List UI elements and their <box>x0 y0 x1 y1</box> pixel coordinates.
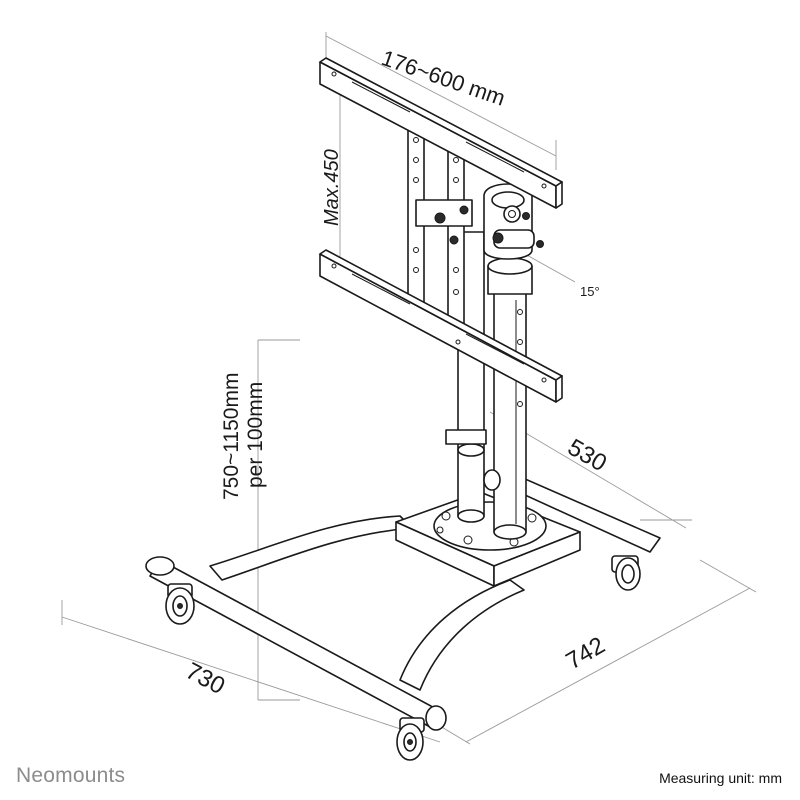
caster-back-right <box>611 555 641 591</box>
brand-logo-text: Neomounts <box>16 764 126 787</box>
base-depth-label: 530 <box>563 434 611 477</box>
vesa-height-label: Max.450 <box>321 149 343 226</box>
vesa-rail-top <box>319 57 563 209</box>
dimension-lines <box>61 32 757 745</box>
base-length-label: 742 <box>562 632 610 675</box>
base-front-rail <box>145 556 447 731</box>
caster-front-left <box>165 583 195 625</box>
caster-front-right <box>396 717 425 761</box>
measuring-unit-note: Measuring unit: mm <box>659 770 782 786</box>
column-right <box>483 257 533 540</box>
vesa-rail-bottom <box>319 249 563 403</box>
height-range-label: 750~1150mm <box>220 373 243 500</box>
base-frame <box>209 467 661 691</box>
tilt-angle-label: 15° <box>580 284 600 299</box>
base-width-label: 730 <box>181 657 229 700</box>
height-step-label: per 100mm <box>244 382 267 488</box>
tilt-head <box>407 115 544 325</box>
